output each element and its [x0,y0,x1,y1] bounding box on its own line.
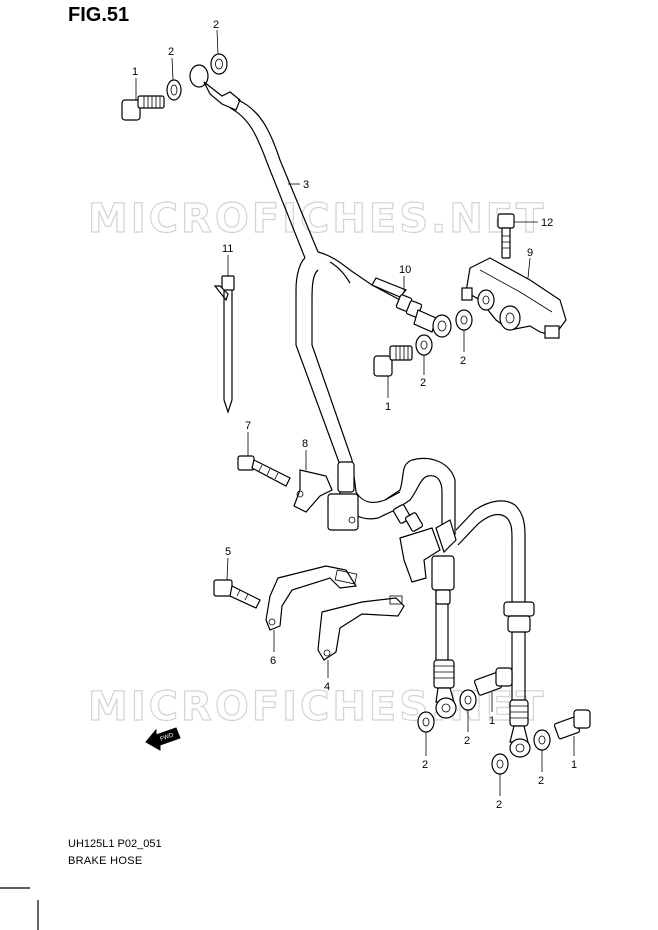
callout-4: 4 [324,681,330,693]
callout-3: 3 [303,179,309,191]
callout-2h: 2 [496,799,502,811]
bracket-6 [265,565,358,631]
union-bolt-1-lower-a [473,667,513,696]
washer-2-lower-c [533,729,551,751]
callout-5: 5 [225,546,231,558]
cable-tie-11 [213,275,235,414]
callout-1: 1 [132,66,138,78]
crop-mark [0,887,39,930]
fwd-label: FWD [159,732,175,743]
callout-1c: 1 [489,715,495,727]
brake-hose-middle [384,457,457,583]
brake-hose-main-loop [295,251,401,531]
callout-2c: 2 [460,355,466,367]
callout-6: 6 [270,655,276,667]
callout-1d: 1 [571,759,577,771]
callout-2b: 2 [213,19,219,31]
callout-2d: 2 [420,377,426,389]
hose-fitting-10 [371,277,452,338]
union-bolt-1-top [121,95,165,121]
fwd-direction-arrow: FWD [145,727,181,751]
washer-2-top-a [166,79,182,101]
callout-12: 12 [541,217,553,229]
figure-caption: BRAKE HOSE [68,855,143,867]
washer-2-lower-a [459,689,477,711]
brake-hose-lower-left [431,555,457,719]
watermark-top: MICROFICHES.NET [87,195,547,242]
callout-2f: 2 [422,759,428,771]
figure-title: FIG.51 [68,4,130,26]
bracket-8 [293,469,333,513]
bracket-4 [317,595,405,661]
callout-1b: 1 [385,401,391,413]
callout-8: 8 [302,438,308,450]
callout-9: 9 [527,247,533,259]
brake-hose-joint-9 [461,257,567,339]
brake-hose-lower-right [455,500,535,758]
upper-brake-hose-3 [189,64,319,259]
washer-2-top-b [210,53,228,75]
callout-11: 11 [222,243,233,255]
callout-2: 2 [168,46,174,58]
callout-7: 7 [245,420,251,432]
union-bolt-1-mid [373,345,413,377]
bolt-5 [213,579,261,609]
callout-2e: 2 [464,735,470,747]
callout-10: 10 [399,264,411,276]
washer-2-mid-b [415,334,433,356]
washer-2-lower-d [491,753,509,775]
bolt-12 [497,213,515,259]
washer-2-lower-b [417,711,435,733]
bolt-7 [237,455,291,487]
union-bolt-1-lower-b [553,709,591,740]
callout-2g: 2 [538,775,544,787]
figure-code: UH125L1 P02_051 [68,838,162,850]
washer-2-mid-a [455,309,473,331]
